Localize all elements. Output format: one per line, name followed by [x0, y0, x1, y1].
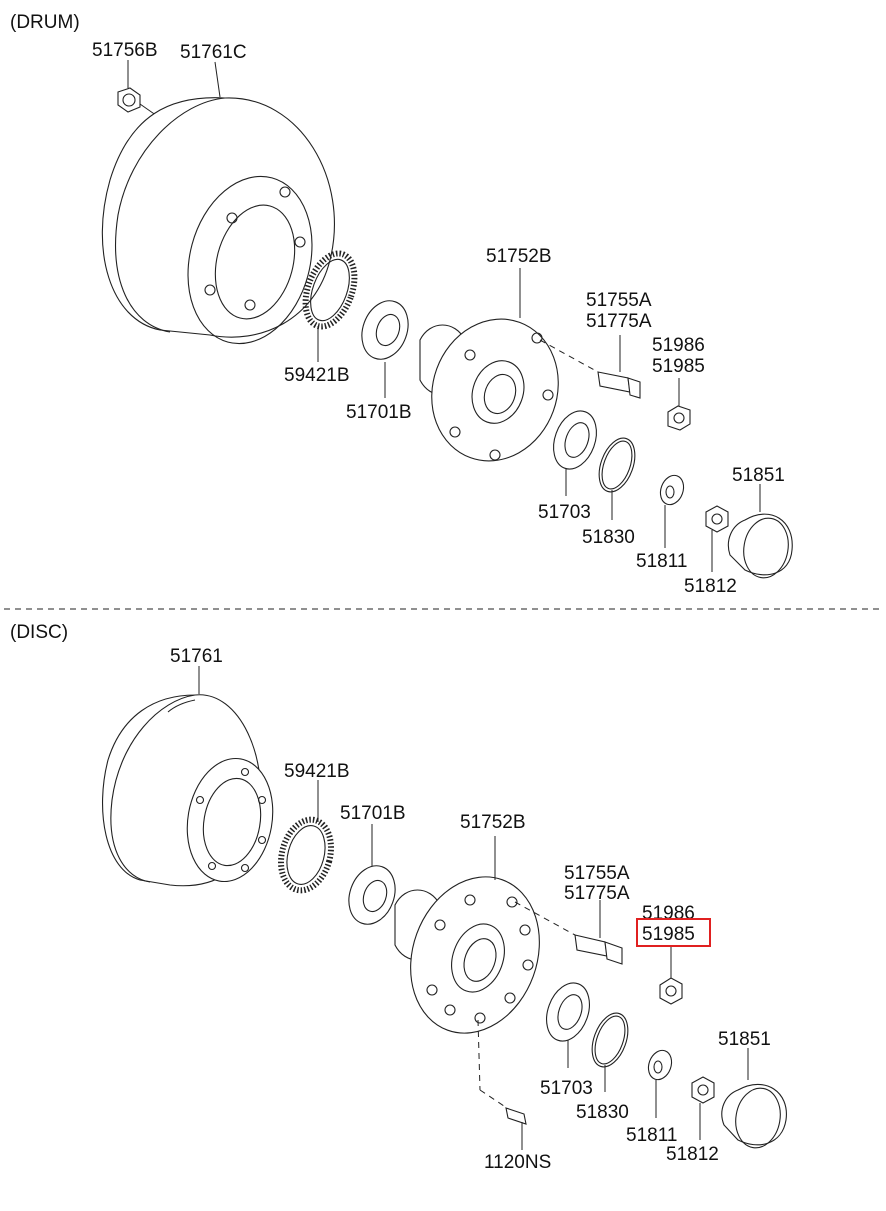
drum-label-51752b: 51752B [486, 246, 552, 267]
drum-label-51755a: 51755A [586, 290, 652, 311]
tone-ring-59421b[interactable] [296, 247, 363, 362]
disc-label-51986: 51986 [642, 903, 695, 924]
hub-cap-51851-drum[interactable] [727, 484, 793, 581]
washer-51811-disc[interactable] [645, 1047, 676, 1118]
drum-section-title: (DRUM) [10, 12, 80, 33]
disc-label-51830: 51830 [576, 1102, 629, 1123]
drum-label-51811: 51811 [636, 551, 687, 572]
drum-label-51812: 51812 [684, 576, 737, 597]
drum-label-59421b: 59421B [284, 365, 350, 386]
o-ring-51830-drum[interactable] [592, 433, 641, 520]
disc-label-51755a: 51755A [564, 863, 630, 884]
disc-label-51703: 51703 [540, 1078, 593, 1099]
nut-51985-drum[interactable] [667, 378, 691, 431]
drum-label-51851: 51851 [732, 465, 785, 486]
drum-nut-51756b[interactable] [117, 60, 161, 119]
inner-bearing-51701b[interactable] [354, 294, 416, 398]
highlight-box-51985 [636, 918, 711, 947]
nut-51985-disc[interactable] [659, 945, 683, 1005]
lock-nut-51812-disc[interactable] [691, 1076, 715, 1140]
outer-bearing-51703-disc[interactable] [539, 977, 597, 1068]
disc-label-51851: 51851 [718, 1029, 771, 1050]
hub-51752b-disc[interactable] [389, 836, 560, 1051]
bolt-1120ns[interactable] [477, 1019, 527, 1150]
drum-label-51756b: 51756B [92, 40, 158, 61]
drum-label-51701b: 51701B [346, 402, 412, 423]
drum-label-51761c: 51761C [180, 42, 247, 63]
disc-label-51701b: 51701B [340, 803, 406, 824]
lock-nut-51812-drum[interactable] [705, 505, 729, 572]
disc-label-1120ns: 1120NS [484, 1152, 551, 1173]
hub-51752b[interactable] [412, 268, 578, 479]
washer-51811-drum[interactable] [657, 472, 688, 548]
disc-label-51775a: 51775A [564, 883, 630, 904]
drum-label-51775a: 51775A [586, 311, 652, 332]
disc-label-51985: 51985 [642, 924, 695, 945]
inner-bearing-51701b-disc[interactable] [341, 824, 403, 931]
disc-label-51811: 51811 [626, 1125, 677, 1146]
drum-label-51703: 51703 [538, 502, 591, 523]
o-ring-51830-disc[interactable] [585, 1008, 634, 1092]
brake-disc-51761[interactable] [102, 666, 283, 888]
wheel-stud-51755a-disc[interactable] [514, 900, 623, 965]
disc-label-51752b: 51752B [460, 812, 526, 833]
wheel-stud-51755a[interactable] [539, 335, 641, 399]
tone-ring-59421b-disc[interactable] [274, 780, 339, 896]
hub-cap-51851-disc[interactable] [721, 1048, 787, 1151]
disc-label-59421b: 59421B [284, 761, 350, 782]
drum-label-51986: 51986 [652, 335, 705, 356]
drum-label-51985: 51985 [652, 356, 705, 377]
disc-label-51812: 51812 [666, 1144, 719, 1165]
outer-bearing-51703-drum[interactable] [546, 405, 604, 496]
disc-section-title: (DISC) [10, 622, 68, 643]
drum-label-51830: 51830 [582, 527, 635, 548]
disc-label-51761: 51761 [170, 646, 223, 667]
brake-drum-51761c[interactable] [101, 61, 335, 358]
